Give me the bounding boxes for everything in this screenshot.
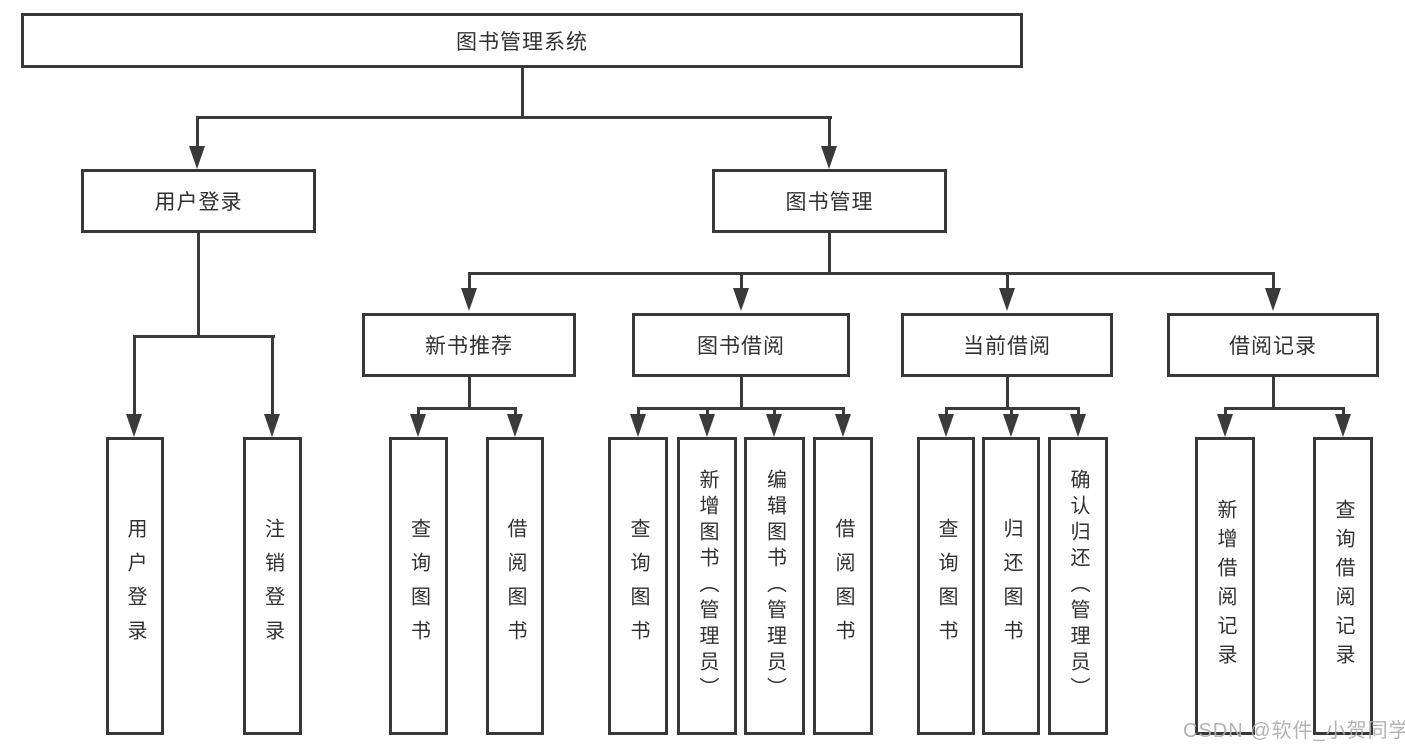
watermark: CSDN @软件_小贺同学 bbox=[1183, 720, 1405, 742]
leaf-query-books-current: 查询图书 bbox=[917, 437, 975, 735]
connector-vline bbox=[1224, 408, 1227, 416]
connector-vline bbox=[828, 117, 831, 148]
connector-vline bbox=[1272, 377, 1275, 409]
arrowhead-down-icon bbox=[821, 146, 837, 169]
connector-vline bbox=[842, 408, 845, 416]
connector-vline bbox=[1006, 377, 1009, 409]
connector-hline bbox=[468, 272, 1275, 275]
connector-vline bbox=[1342, 408, 1345, 416]
leaf-query-books-borrow: 查询图书 bbox=[608, 437, 668, 735]
leaf-borrow-books: 借阅图书 bbox=[813, 437, 873, 735]
connector-hline bbox=[417, 407, 517, 410]
arrowhead-down-icon bbox=[410, 414, 426, 437]
connector-vline bbox=[1006, 273, 1009, 291]
arrowhead-down-icon bbox=[1070, 414, 1086, 437]
connector-vline bbox=[521, 68, 524, 118]
connector-vline bbox=[706, 408, 709, 416]
connector-vline bbox=[740, 273, 743, 291]
node-book-borrow: 图书借阅 bbox=[632, 313, 850, 377]
connector-vline bbox=[1272, 273, 1275, 291]
arrowhead-down-icon bbox=[461, 288, 477, 311]
connector-vline bbox=[133, 336, 136, 416]
connector-vline bbox=[1010, 408, 1013, 416]
connector-vline bbox=[945, 408, 948, 416]
arrowhead-down-icon bbox=[699, 414, 715, 437]
leaf-return-book: 归还图书 bbox=[982, 437, 1040, 735]
leaf-query-books-recommend: 查询图书 bbox=[389, 437, 448, 735]
connector-vline bbox=[740, 377, 743, 409]
node-book-management: 图书管理 bbox=[712, 169, 947, 233]
arrowhead-down-icon bbox=[733, 288, 749, 311]
leaf-user-login: 用户登录 bbox=[106, 437, 164, 735]
connector-vline bbox=[637, 408, 640, 416]
arrowhead-down-icon bbox=[1217, 414, 1233, 437]
arrowhead-down-icon bbox=[766, 414, 782, 437]
arrowhead-down-icon bbox=[264, 414, 280, 437]
connector-vline bbox=[196, 117, 199, 148]
arrowhead-down-icon bbox=[835, 414, 851, 437]
connector-vline bbox=[514, 408, 517, 416]
connector-vline bbox=[417, 408, 420, 416]
leaf-edit-book-admin: 编辑图书（管理员） bbox=[744, 437, 805, 735]
node-user-login: 用户登录 bbox=[81, 169, 316, 233]
arrowhead-down-icon bbox=[126, 414, 142, 437]
arrowhead-down-icon bbox=[938, 414, 954, 437]
connector-vline bbox=[468, 377, 471, 409]
connector-vline bbox=[197, 233, 200, 338]
leaf-logout: 注销登录 bbox=[243, 437, 302, 735]
arrowhead-down-icon bbox=[1003, 414, 1019, 437]
connector-vline bbox=[468, 273, 471, 291]
connector-hline bbox=[637, 407, 845, 410]
connector-vline bbox=[1077, 408, 1080, 416]
connector-vline bbox=[271, 336, 274, 416]
leaf-confirm-return-admin: 确认归还（管理员） bbox=[1048, 437, 1108, 735]
leaf-query-borrow-record: 查询借阅记录 bbox=[1313, 437, 1373, 735]
arrowhead-down-icon bbox=[630, 414, 646, 437]
node-new-book-recommend: 新书推荐 bbox=[362, 313, 576, 377]
node-current-borrow: 当前借阅 bbox=[901, 313, 1113, 377]
node-borrow-records: 借阅记录 bbox=[1167, 313, 1379, 377]
arrowhead-down-icon bbox=[1265, 288, 1281, 311]
connector-vline bbox=[828, 233, 831, 274]
arrowhead-down-icon bbox=[1335, 414, 1351, 437]
arrowhead-down-icon bbox=[999, 288, 1015, 311]
leaf-add-borrow-record: 新增借阅记录 bbox=[1195, 437, 1255, 735]
connector-vline bbox=[773, 408, 776, 416]
arrowhead-down-icon bbox=[507, 414, 523, 437]
leaf-borrow-books-recommend: 借阅图书 bbox=[486, 437, 544, 735]
node-root: 图书管理系统 bbox=[21, 13, 1023, 68]
connector-hline bbox=[196, 116, 832, 119]
leaf-add-book-admin: 新增图书（管理员） bbox=[677, 437, 737, 735]
connector-hline bbox=[133, 335, 275, 338]
connector-hline bbox=[1224, 407, 1345, 410]
arrowhead-down-icon bbox=[189, 146, 205, 169]
